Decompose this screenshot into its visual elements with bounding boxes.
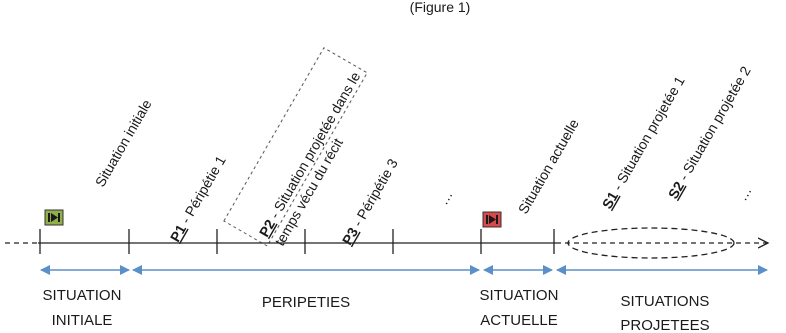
section-initiale-line2: INITIALE xyxy=(52,312,113,329)
label-ellipsis-projections: … xyxy=(734,183,755,203)
section-initiale-line1: SITUATION xyxy=(43,287,122,304)
timeline-ticks xyxy=(39,229,555,254)
current-marker-icon xyxy=(482,211,502,228)
section-projetees-line2: PROJETEES xyxy=(620,317,709,333)
section-actuelle-line2: ACTUELLE xyxy=(480,312,558,329)
label-ellipsis-peripeties: … xyxy=(435,187,456,207)
header-fragment: (Figure 1) xyxy=(410,0,471,15)
section-projetees-line1: SITUATIONS xyxy=(621,293,710,310)
start-marker-icon xyxy=(44,209,64,226)
section-actuelle-line1: SITUATION xyxy=(480,287,559,304)
label-situation-actuelle: Situation actuelle xyxy=(515,116,582,217)
label-situation-initiale: Situation initiale xyxy=(92,96,155,189)
section-peripeties: PERIPETIES xyxy=(262,294,350,311)
label-p2: P2 - Situation projetée dans le xyxy=(256,69,364,240)
label-p1: P1 - Péripétie 1 xyxy=(167,153,229,245)
label-p3: P3 - Péripétie 3 xyxy=(339,156,401,248)
projections-ellipse xyxy=(567,227,735,259)
